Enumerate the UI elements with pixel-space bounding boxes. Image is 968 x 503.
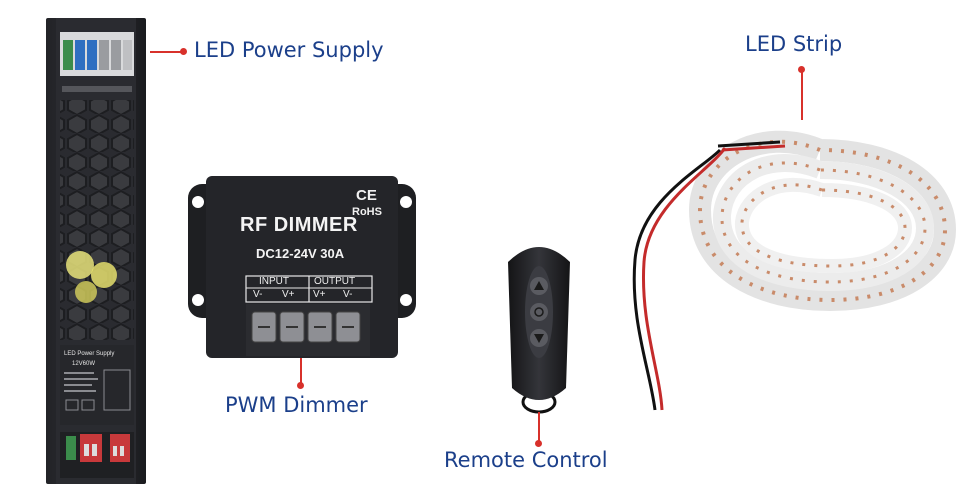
pwm-dimmer-pointer-dot	[297, 382, 304, 389]
psu-brand-text: LED Power Supply	[64, 351, 114, 357]
pwm-dimmer-pointer-line	[300, 358, 302, 384]
dimmer-terminal-3: V+	[313, 289, 326, 300]
remote-control-label: Remote Control	[444, 448, 608, 472]
dimmer-rohs-mark: RoHS	[352, 206, 382, 218]
remote-image	[508, 247, 570, 414]
dimmer-terminal-2: V+	[282, 289, 295, 300]
psu-rating-text: 12V60W	[72, 361, 95, 367]
dimmer-spec: DC12-24V 30A	[256, 246, 345, 261]
led-strip-pointer-line	[801, 70, 803, 120]
dimmer-output-label: OUTPUT	[314, 276, 356, 287]
led-strip-pointer-dot	[798, 66, 805, 73]
power-supply-image: LED Power Supply 12V60W	[46, 18, 146, 484]
dimmer-title: RF DIMMER	[240, 214, 358, 236]
dimmer-terminal-4: V-	[343, 289, 353, 300]
dimmer-input-label: INPUT	[259, 276, 289, 287]
power-supply-pointer-line	[150, 51, 182, 53]
power-supply-pointer-dot	[180, 48, 187, 55]
rf-dimmer-image	[188, 176, 416, 358]
power-supply-label: LED Power Supply	[194, 38, 384, 62]
pwm-dimmer-label: PWM Dimmer	[225, 393, 368, 417]
led-strip-image	[632, 130, 957, 411]
dimmer-terminal-1: V-	[253, 289, 263, 300]
led-strip-label: LED Strip	[745, 32, 843, 56]
remote-pointer-dot	[535, 440, 542, 447]
remote-pointer-line	[538, 412, 540, 442]
dimmer-ce-mark: CE	[356, 187, 377, 204]
